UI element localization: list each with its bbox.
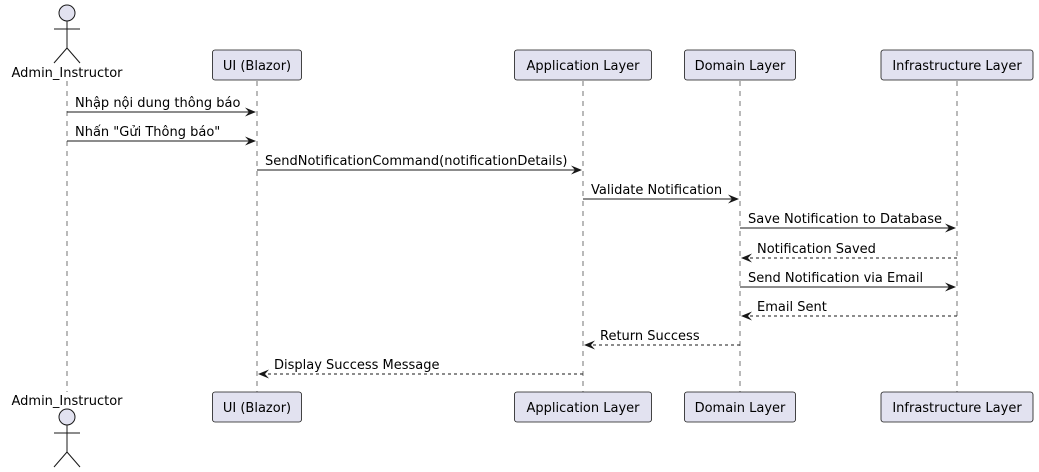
participant-app-bottom: Application Layer xyxy=(514,391,652,423)
participant-box xyxy=(880,391,1034,423)
message-7: Send Notification via Email xyxy=(740,271,956,292)
message-label: Return Success xyxy=(600,329,700,344)
participant-box xyxy=(880,49,1034,81)
message-label: Nhấn "Gửi Thông báo" xyxy=(75,125,220,140)
participant-label: Infrastructure Layer xyxy=(892,401,1022,416)
arrowhead-icon xyxy=(945,282,956,292)
arrowhead-icon xyxy=(245,136,256,146)
arrowhead-icon xyxy=(245,107,256,117)
actor-figure-top-icon xyxy=(53,4,81,64)
participant-infra-bottom: Infrastructure Layer xyxy=(880,391,1034,423)
message-label: Nhập nội dung thông báo xyxy=(75,96,240,111)
participant-ui-bottom: UI (Blazor) xyxy=(212,391,302,423)
participant-label: Application Layer xyxy=(526,59,640,74)
message-3: SendNotificationCommand(notificationDeta… xyxy=(257,154,582,175)
actor-leg-left xyxy=(53,47,68,64)
lifelines xyxy=(66,81,958,392)
actor-leg-left xyxy=(53,451,68,468)
message-label: Save Notification to Database xyxy=(748,212,942,227)
arrowhead-icon xyxy=(741,311,752,321)
message-10: Display Success Message xyxy=(258,358,583,379)
participant-infra-top: Infrastructure Layer xyxy=(880,49,1034,81)
participant-box xyxy=(514,391,652,423)
participant-ui-top: UI (Blazor) xyxy=(212,49,302,81)
participants-bottom: Admin_Instructor UI (Blazor) Application L… xyxy=(11,391,1034,468)
message-2: Nhấn "Gửi Thông báo" xyxy=(67,125,256,146)
message-label: Validate Notification xyxy=(591,183,722,198)
message-label: Send Notification via Email xyxy=(748,271,923,286)
participant-label: Domain Layer xyxy=(695,59,786,74)
actor-figure-bottom-icon xyxy=(53,408,81,468)
actor-leg-right xyxy=(66,451,81,468)
participant-domain-top: Domain Layer xyxy=(684,49,796,81)
participant-box xyxy=(684,391,796,423)
participant-box xyxy=(212,49,302,81)
participants-top: Admin_Instructor UI (Blazor) Application L… xyxy=(11,4,1034,81)
message-1: Nhập nội dung thông báo xyxy=(67,96,256,117)
message-label: Notification Saved xyxy=(757,242,876,257)
message-label: SendNotificationCommand(notificationDeta… xyxy=(265,154,567,169)
arrowhead-icon xyxy=(584,340,595,350)
message-label: Display Success Message xyxy=(274,358,440,373)
participant-label: Application Layer xyxy=(526,401,640,416)
actor-label-bottom: Admin_Instructor xyxy=(11,394,123,409)
arrowhead-icon xyxy=(728,194,739,204)
participant-domain-bottom: Domain Layer xyxy=(684,391,796,423)
participant-box xyxy=(684,49,796,81)
actor-head xyxy=(58,408,76,426)
participant-app-top: Application Layer xyxy=(514,49,652,81)
participant-box xyxy=(212,391,302,423)
message-9: Return Success xyxy=(584,329,740,350)
participant-box xyxy=(514,49,652,81)
actor-leg-right xyxy=(66,47,81,64)
arrowhead-icon xyxy=(741,253,752,263)
message-8: Email Sent xyxy=(741,300,957,321)
participant-label: UI (Blazor) xyxy=(223,401,291,416)
message-label: Email Sent xyxy=(757,300,827,315)
message-5: Save Notification to Database xyxy=(740,212,956,233)
actor-label-top: Admin_Instructor xyxy=(11,66,123,81)
message-6: Notification Saved xyxy=(741,242,957,263)
participant-label: Domain Layer xyxy=(695,401,786,416)
arrowhead-icon xyxy=(571,165,582,175)
arrowhead-icon xyxy=(945,223,956,233)
actor-head xyxy=(58,4,76,22)
message-4: Validate Notification xyxy=(583,183,739,204)
arrowhead-icon xyxy=(258,369,269,379)
participant-label: Infrastructure Layer xyxy=(892,59,1022,74)
participant-label: UI (Blazor) xyxy=(223,59,291,74)
